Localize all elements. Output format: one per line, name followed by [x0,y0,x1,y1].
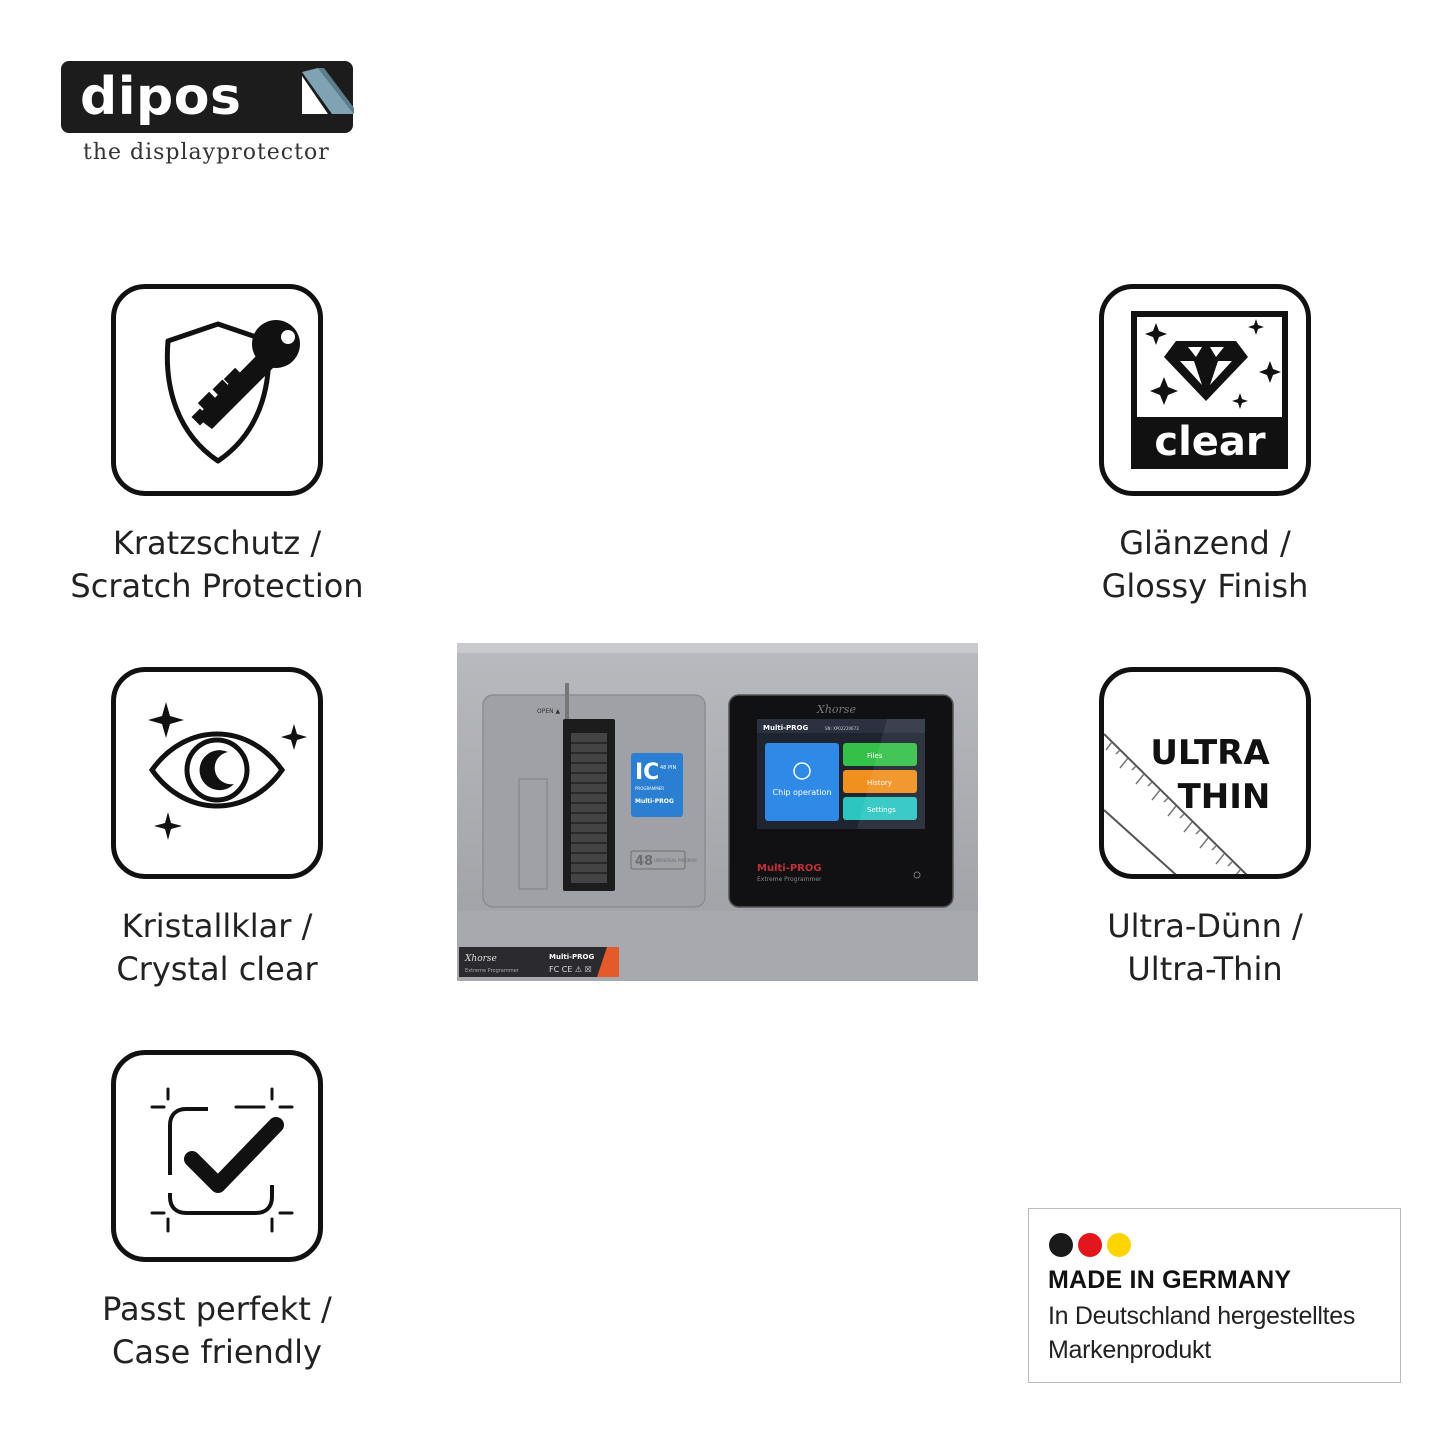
screen-brand-text: Xhorse [816,703,856,716]
panel-model-text: Multi-PROG [757,863,822,874]
ultra-icon-text: ULTRA [1150,733,1270,773]
flag-dot-red [1078,1233,1102,1257]
flag-dot-gold [1107,1233,1131,1257]
badge-model-text: Multi-PROG [635,798,674,805]
feature-label-en: Case friendly [112,1333,322,1371]
made-in-germany-line2: Markenprodukt [1048,1336,1211,1364]
footer-brand-text: Xhorse [464,954,497,964]
screen-sn-text: SN: XP02220673 [825,726,859,731]
clear-icon-text: clear [1154,419,1266,465]
feature-crystal-label: Kristallklar / Crystal clear [7,905,427,991]
diamond-clear-icon: clear [1131,311,1288,469]
badge-ic-text: IC [635,760,659,785]
pin-count-desc: UNIVERSAL PINDRIVE [654,858,697,863]
ultra-thin-ruler-icon: ULTRA THIN [1104,733,1271,874]
feature-label-en: Glossy Finish [1101,567,1309,605]
footer-sub-text: Extreme Programmer [465,968,520,974]
feature-case-label: Passt perfekt / Case friendly [7,1288,427,1374]
brand-tagline: the displayprotector [83,140,330,165]
feature-scratch-label: Kratzschutz / Scratch Protection [7,522,427,608]
badge-pin-text: 48 PIN [660,765,676,771]
made-in-germany-badge: MADE IN GERMANY In Deutschland hergestel… [1028,1208,1401,1383]
screen-tile-chip: Chip operation [773,788,832,797]
feature-thin-label: Ultra-Dünn / Ultra-Thin [995,905,1415,991]
feature-label-en: Scratch Protection [70,567,364,605]
feature-label-de: Glänzend / [1119,524,1291,562]
feature-label-de: Passt perfekt / [102,1290,332,1328]
flag-dot-black [1049,1233,1073,1257]
thin-icon-text: THIN [1178,777,1271,817]
shield-key-icon [164,320,300,464]
feature-label-en: Ultra-Thin [1127,950,1283,988]
feature-glossy-label: Glänzend / Glossy Finish [995,522,1415,608]
socket-open-label: OPEN ▲ [537,708,561,715]
screen-tile-files: Files [867,752,883,760]
screen-title-text: Multi-PROG [763,724,808,732]
screen-tile-history: History [867,779,892,787]
feature-glossy-tile: clear [1099,284,1311,496]
feature-label-de: Ultra-Dünn / [1107,907,1303,945]
feature-thin-tile: ULTRA THIN [1099,667,1311,879]
brand-name: dipos [80,67,242,127]
case-check-icon [150,1087,294,1233]
feature-scratch-tile [111,284,323,496]
footer-model-text: Multi-PROG [549,953,594,961]
product-device-image: OPEN ▲ IC 48 PIN PROGRAMMER Multi-PROG 4… [457,643,978,981]
feature-case-tile [111,1050,323,1262]
eye-sparkle-icon [148,702,307,840]
feature-label-en: Crystal clear [116,950,318,988]
pin-count-text: 48 [635,854,653,869]
brand-corner-icon [302,68,354,114]
made-in-germany-subtitle: In Deutschland hergestelltes Markenprodu… [1048,1299,1355,1367]
feature-clear-tile [111,667,323,879]
made-in-germany-line1: In Deutschland hergestelltes [1048,1302,1356,1330]
badge-small-text: PROGRAMMER [635,786,664,791]
footer-certs-text: FC CE ⚠ ☒ [549,965,592,974]
screen-tile-settings: Settings [867,806,896,814]
made-in-germany-title: MADE IN GERMANY [1048,1266,1292,1294]
panel-sub-text: Extreme Programmer [757,876,822,883]
feature-label-de: Kratzschutz / [112,524,322,562]
feature-label-de: Kristallklar / [121,907,313,945]
